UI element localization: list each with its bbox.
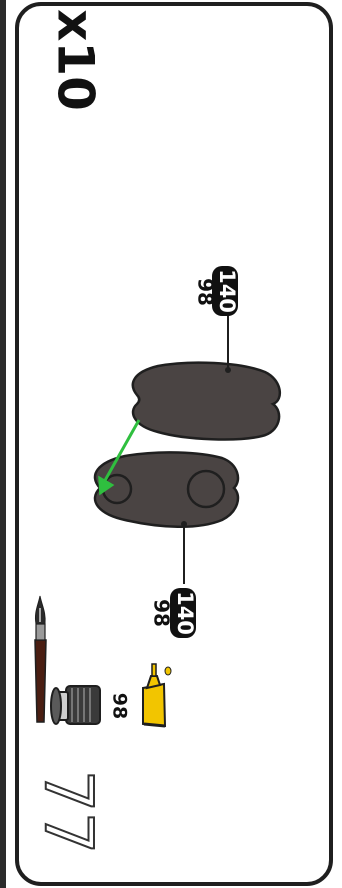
paintbrush-icon [34, 595, 47, 723]
callout-upper: 98 140 [194, 266, 239, 316]
page-edge-line [0, 0, 6, 888]
callout-badge [170, 588, 196, 638]
callout-lower: 98 140 [150, 588, 197, 638]
quantity-label: x10 [47, 9, 105, 111]
step-number: 77 [30, 770, 107, 854]
callout-badge [212, 266, 238, 316]
glue-tube-icon [142, 663, 172, 728]
panel-border [15, 2, 333, 886]
part-upper [131, 361, 282, 441]
callout-color-code: 98 [150, 599, 174, 627]
paint-jar-icon [50, 685, 101, 725]
callout-part-code: 140 [215, 269, 239, 313]
assembly-arrow-icon [98, 419, 141, 496]
callout-part-code: 140 [173, 591, 197, 635]
paint-code: 98 [109, 693, 131, 719]
part-lower [93, 451, 240, 528]
hole-right [186, 469, 226, 509]
